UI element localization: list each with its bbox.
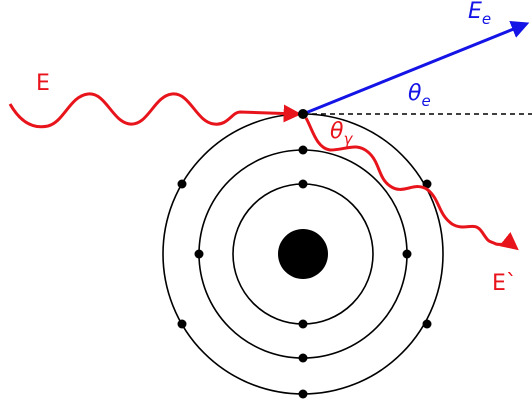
electron-dot [298, 389, 308, 399]
electron-dot [422, 319, 432, 329]
electron-angle-sub: e [421, 92, 430, 110]
electron-dot [177, 179, 187, 189]
recoil-electron-arrow [302, 21, 530, 116]
electron-angle-label: θe [408, 81, 431, 110]
electron-dot [177, 319, 187, 329]
scattered-photon-wave [304, 117, 519, 251]
electron-dot [194, 249, 204, 259]
electron-energy-base: E [468, 0, 482, 24]
incoming-photon-wave [8, 92, 302, 129]
electron-dot [298, 145, 308, 155]
electron-energy-sub: e [482, 10, 491, 28]
scattered-energy-label: E` [492, 271, 517, 296]
electron-energy-label: Ee [468, 0, 491, 28]
electron-dot [298, 319, 308, 329]
electron-dot [422, 179, 432, 189]
photon-angle-sub: γ [343, 130, 353, 148]
electrons [177, 145, 432, 399]
electron-dot [298, 353, 308, 363]
electron-angle-base: θ [408, 81, 422, 106]
incoming-energy-label: E [36, 71, 50, 96]
photon-angle-base: θ [330, 119, 344, 144]
photon-angle-label: θγ [330, 119, 353, 148]
nucleus [278, 229, 328, 279]
electron-dot [402, 249, 412, 259]
electron-dot [298, 179, 308, 189]
collision-electron [298, 109, 308, 119]
